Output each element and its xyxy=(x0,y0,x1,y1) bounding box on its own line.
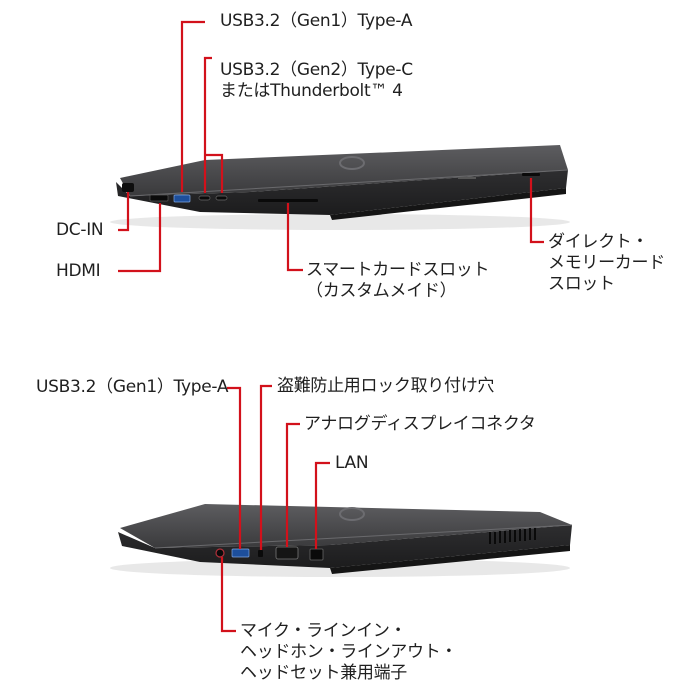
vga-port xyxy=(275,546,299,560)
laptop-side-edge xyxy=(116,170,568,215)
laptop-lid-2 xyxy=(120,504,572,548)
leader-usb-typec-2 xyxy=(205,153,224,193)
leader-dc-in xyxy=(118,192,130,232)
label-security-lock: 盗難防止用ロック取り付け穴 xyxy=(277,376,495,396)
label-lan: LAN xyxy=(335,453,369,473)
leader-usb-typea xyxy=(180,20,205,192)
usb-typec-port-2 xyxy=(215,195,228,201)
leader-memory-card xyxy=(529,178,544,244)
leader-smartcard xyxy=(286,203,303,272)
bottom-leader-lines xyxy=(220,384,330,633)
usb-typec-port-1 xyxy=(198,195,211,201)
leader-vga xyxy=(285,422,300,547)
laptop-lid xyxy=(120,145,568,196)
audio-jack-port xyxy=(215,548,225,558)
label-usb-gen2-typec: USB3.2（Gen2）Type-C またはThunderbolt™ 4 xyxy=(220,60,413,101)
label-smartcard-slot: スマートカードスロット （カスタムメイド） xyxy=(306,260,490,301)
smartcard-slot xyxy=(258,199,318,202)
label-analog-display: アナログディスプレイコネクタ xyxy=(304,414,536,434)
laptop-left-side-view xyxy=(110,145,570,230)
memory-card-slot xyxy=(522,173,540,176)
laptop-right-side-view xyxy=(110,504,573,577)
leader-audio xyxy=(220,557,236,633)
label-usb-gen1-typea-2: USB3.2（Gen1）Type-A xyxy=(36,377,229,397)
leader-security-lock xyxy=(259,384,272,550)
usb-typea-port-2 xyxy=(231,548,250,558)
security-lock-slot xyxy=(258,550,263,557)
usb-typea-port xyxy=(173,194,191,203)
cooling-vent xyxy=(489,528,536,544)
laptop-side-edge-2 xyxy=(118,525,572,568)
label-hdmi: HDMI xyxy=(56,261,101,281)
fujitsu-logo-icon-2 xyxy=(339,507,365,521)
hdmi-port xyxy=(149,194,169,202)
leader-lan xyxy=(314,461,330,549)
dc-in-port xyxy=(122,183,134,192)
leader-usb-typec-1 xyxy=(203,56,212,193)
label-audio-jack: マイク・ラインイン・ ヘッドホン・ラインアウト・ ヘッドセット兼用端子 xyxy=(240,621,458,683)
leader-hdmi xyxy=(118,203,162,273)
leader-usb-typea-2 xyxy=(227,386,242,549)
label-usb-gen1-typea: USB3.2（Gen1）Type-A xyxy=(220,11,413,31)
fujitsu-logo-icon xyxy=(339,156,365,170)
label-memory-card-slot: ダイレクト・ メモリーカード スロット xyxy=(548,232,665,294)
label-dc-in: DC-IN xyxy=(56,220,104,240)
lan-port xyxy=(309,548,324,561)
top-leader-lines xyxy=(118,20,544,273)
